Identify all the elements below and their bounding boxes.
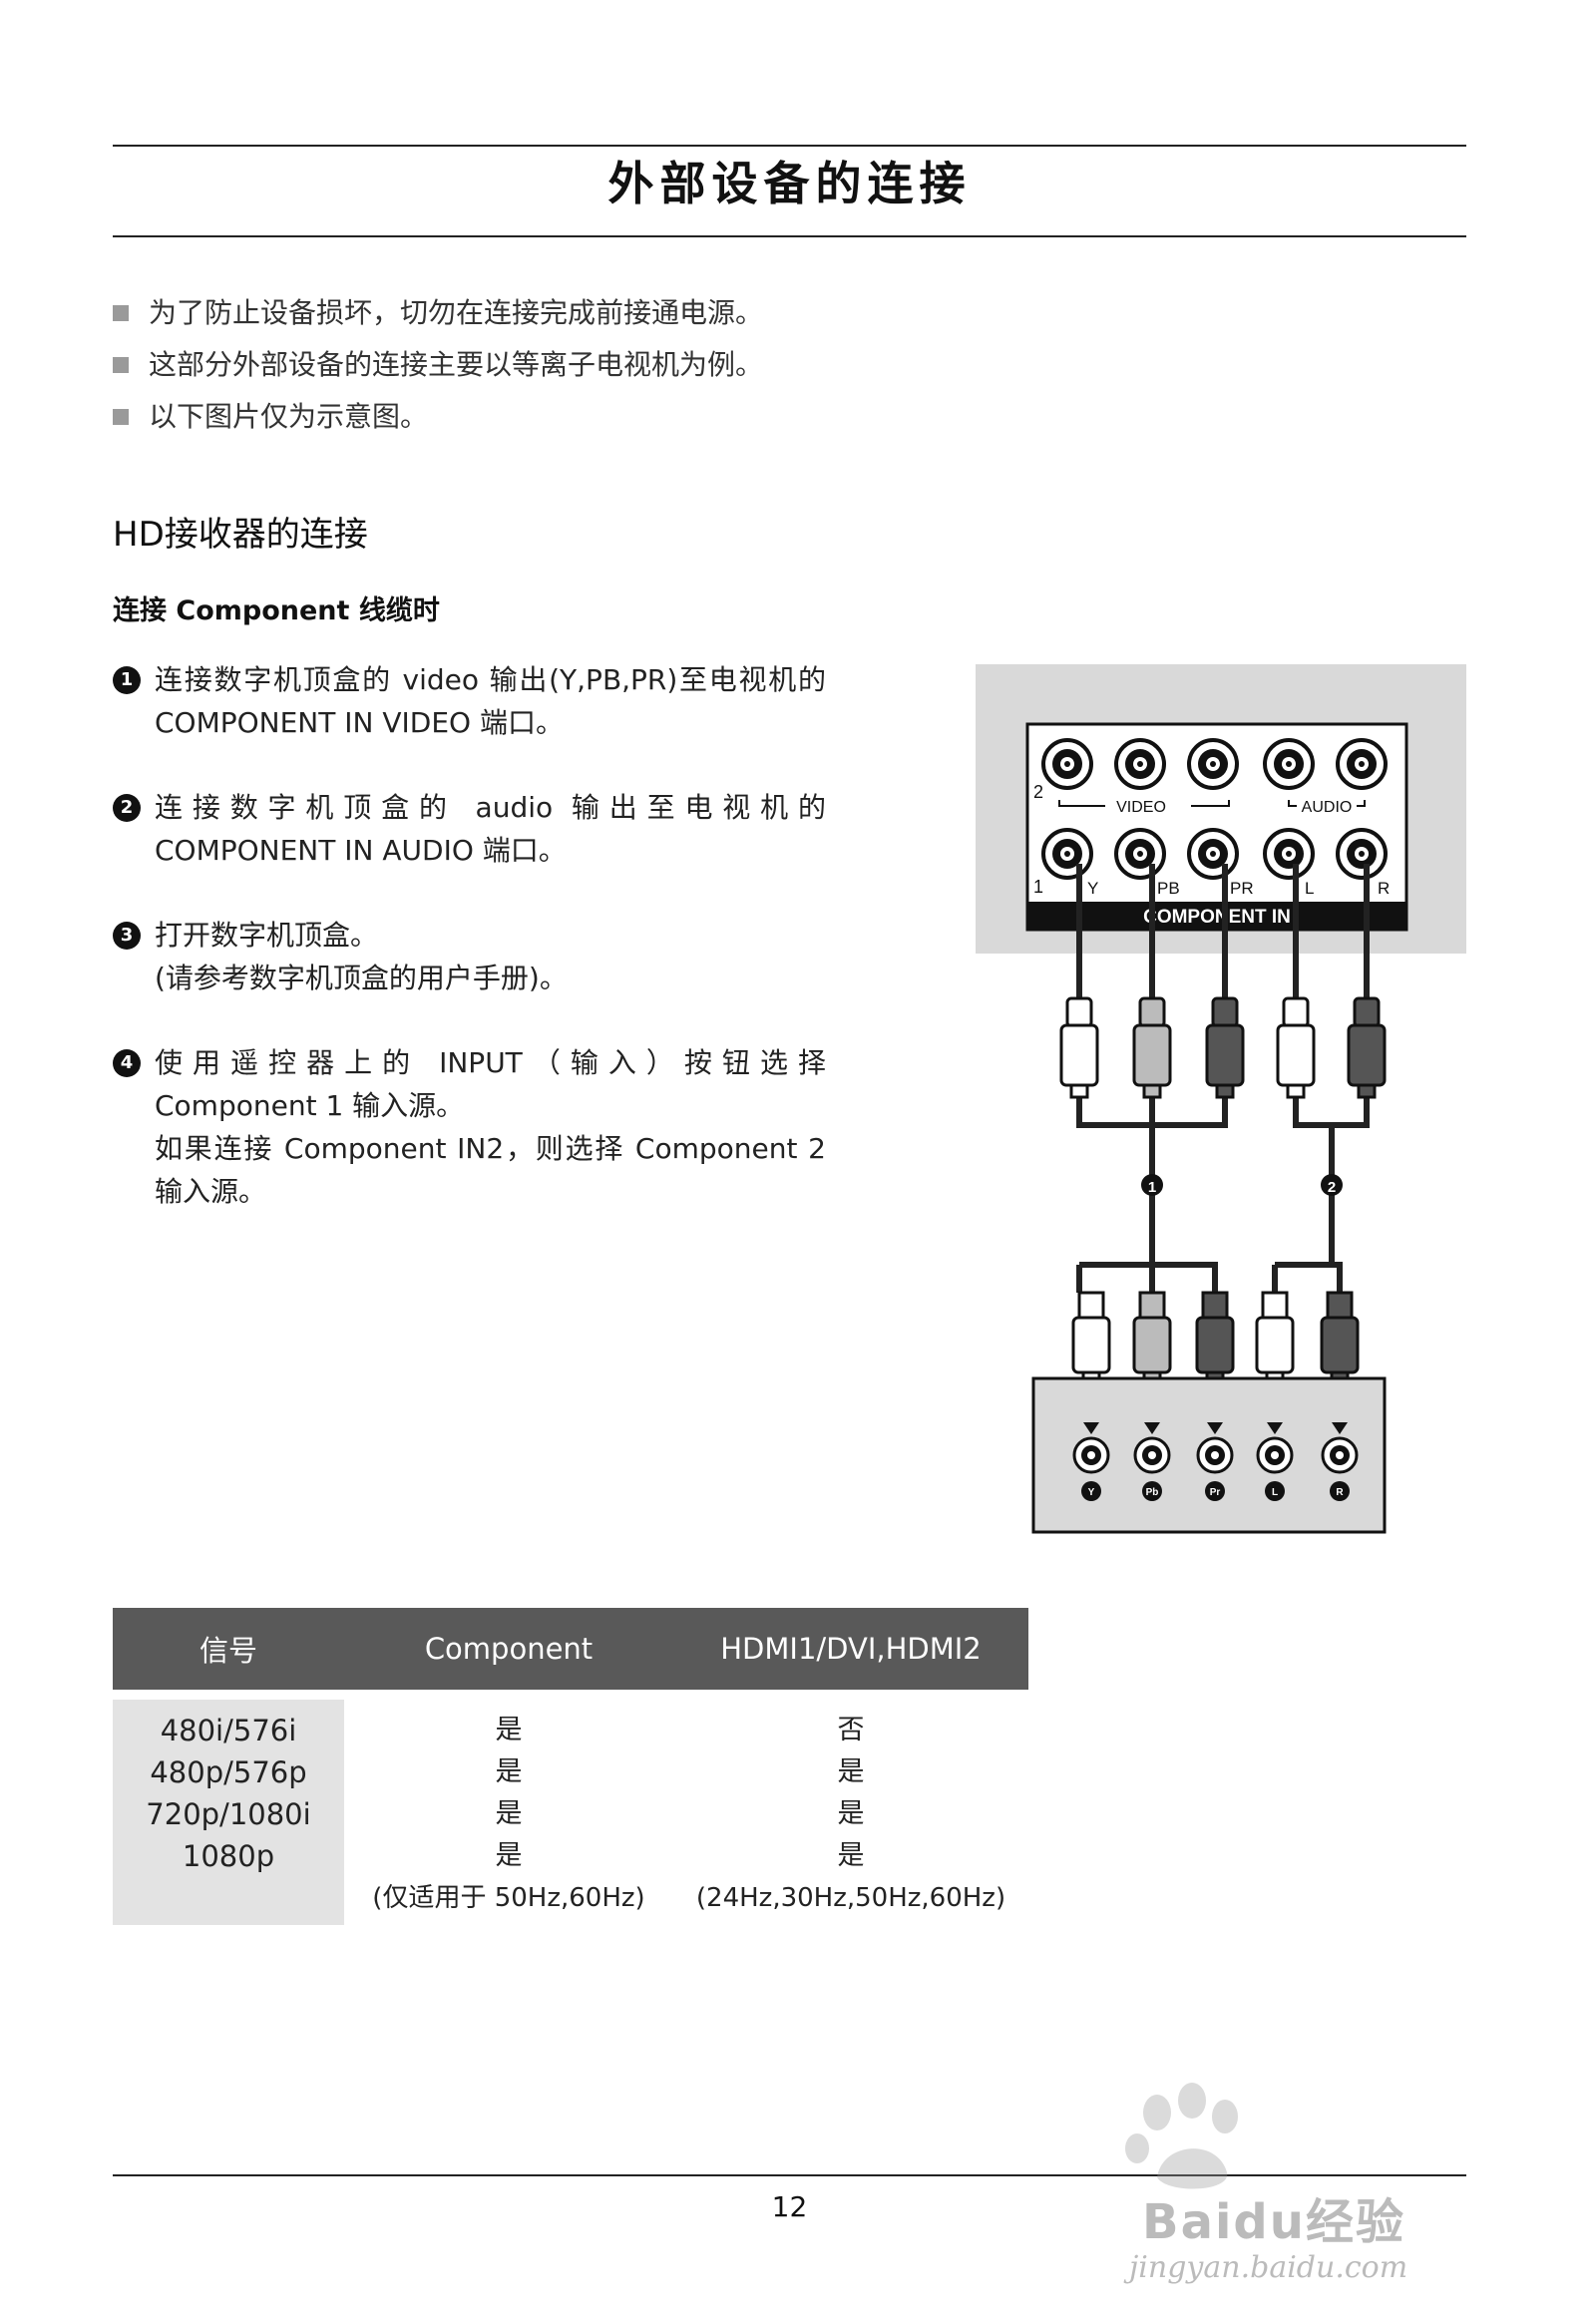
step-number-icon: 4 (113, 1049, 141, 1077)
box-jack-label: R (1336, 1487, 1344, 1498)
jack-icon (1187, 738, 1239, 790)
box-jack-label: L (1272, 1487, 1278, 1498)
audio-label: AUDIO (1302, 799, 1353, 816)
jack-label: L (1305, 879, 1314, 898)
step-number-icon: 2 (113, 794, 141, 822)
jack-icon (1263, 828, 1315, 880)
box-jack-label: Y (1088, 1487, 1095, 1498)
jack-icon (1114, 738, 1166, 790)
component-note: (仅适用于 50Hz,60Hz) (372, 1883, 645, 1913)
jack-label: R (1378, 879, 1390, 898)
step-text: 连接数字机顶盒的 video 输出(Y,PB,PR)至电视机的 COMPONEN… (155, 663, 826, 739)
jack-icon (1321, 1436, 1359, 1474)
list-item: 这部分外部设备的连接主要以等离子电视机为例。 (113, 339, 763, 391)
plug-icon (1276, 996, 1316, 1099)
plug-icon (1205, 996, 1245, 1099)
jack-icon (1114, 828, 1166, 880)
jack-icon (1336, 828, 1388, 880)
step-4: 4 使用遥控器上的 INPUT（输入）按钮选择 Component 1 输入源。… (113, 1041, 826, 1213)
notes-list: 为了防止设备损坏，切勿在连接完成前接通电源。 这部分外部设备的连接主要以等离子电… (113, 287, 763, 443)
step-text: 连接数字机顶盒的 audio 输出至电视机的 COMPONENT IN AUDI… (155, 791, 826, 867)
video-label: VIDEO (1116, 799, 1166, 816)
step-text: 如果连接 Component IN2，则选择 Component 2 输入源。 (155, 1132, 826, 1208)
bullet-square-icon (113, 357, 129, 373)
jack-icon (1336, 738, 1388, 790)
step-text: 使用遥控器上的 INPUT（输入）按钮选择 Component 1 输入源。 (155, 1046, 826, 1122)
jack-icon (1041, 738, 1093, 790)
box-jack-label: Pr (1210, 1487, 1221, 1498)
jack-label: Y (1087, 879, 1098, 898)
step-text: 打开数字机顶盒。 (155, 919, 379, 952)
jack-icon (1041, 828, 1093, 880)
jack-label: PB (1157, 879, 1180, 898)
table-row: 480i/576i 480p/576p 720p/1080i 1080p 是 是… (113, 1700, 1028, 1925)
plug-icon (1132, 996, 1172, 1099)
plug-icon (1347, 996, 1387, 1099)
row-1-label: 1 (1033, 877, 1043, 897)
signal-cell: 480i/576i 480p/576p 720p/1080i 1080p (113, 1700, 344, 1925)
component-cell: 是 是 是 是 (仅适用于 50Hz,60Hz) (344, 1700, 673, 1925)
page-number: 12 (771, 2190, 808, 2223)
table-header: Component (344, 1608, 673, 1690)
step-3: 3 打开数字机顶盒。 (请参考数字机顶盒的用户手册)。 (113, 914, 826, 999)
subsection-title: 连接 Component 线缆时 (113, 595, 440, 626)
footer-rule (113, 2174, 1466, 2176)
watermark-text: Baidu经验 (1142, 2194, 1405, 2250)
row-2-label: 2 (1033, 782, 1043, 802)
hdmi-note: (24Hz,30Hz,50Hz,60Hz) (695, 1883, 1006, 1913)
plug-icon (1059, 996, 1099, 1099)
bullet-square-icon (113, 305, 129, 321)
jack-icon (1196, 1436, 1234, 1474)
jack-icon (1133, 1436, 1171, 1474)
table-header: 信号 (113, 1608, 344, 1690)
step-2: 2 连接数字机顶盒的 audio 输出至电视机的 COMPONENT IN AU… (113, 786, 826, 872)
cable-marker-1-label: 1 (1148, 1179, 1156, 1196)
baidu-paw-logo-icon (1125, 2083, 1238, 2189)
watermark-url: jingyan.baidu.com (1129, 2250, 1408, 2285)
section-title: HD接收器的连接 (113, 515, 368, 555)
table-header: HDMI1/DVI,HDMI2 (673, 1608, 1028, 1690)
jack-icon (1256, 1436, 1294, 1474)
signal-table: 信号 Component HDMI1/DVI,HDMI2 480i/576i 4… (113, 1608, 1028, 1925)
step-1: 1 连接数字机顶盒的 video 输出(Y,PB,PR)至电视机的 COMPON… (113, 658, 826, 744)
step-number-icon: 3 (113, 922, 141, 950)
title-rule (113, 235, 1466, 237)
list-item: 为了防止设备损坏，切勿在连接完成前接通电源。 (113, 287, 763, 339)
bullet-square-icon (113, 409, 129, 425)
jack-label: PR (1230, 879, 1254, 898)
jack-icon (1072, 1436, 1110, 1474)
top-rule (113, 145, 1466, 147)
steps-list: 1 连接数字机顶盒的 video 输出(Y,PB,PR)至电视机的 COMPON… (113, 658, 826, 1255)
step-number-icon: 1 (113, 666, 141, 694)
page-title: 外部设备的连接 (607, 157, 972, 210)
list-item: 以下图片仅为示意图。 (113, 391, 763, 443)
jack-icon (1263, 738, 1315, 790)
cable-marker-2-icon (1321, 1174, 1343, 1196)
hdmi-cell: 否 是 是 是 (24Hz,30Hz,50Hz,60Hz) (673, 1700, 1028, 1925)
box-jack-label: Pb (1146, 1487, 1159, 1498)
component-in-label: COMPONENT IN (1143, 907, 1291, 928)
connection-diagram: COMPONENT IN 2 VIDEO AUDIO 1 Y PB PR L R (976, 664, 1466, 1534)
cable-marker-1-icon (1141, 1174, 1163, 1196)
jack-icon (1187, 828, 1239, 880)
step-text: (请参考数字机顶盒的用户手册)。 (155, 962, 568, 994)
cable-marker-2-label: 2 (1328, 1179, 1336, 1196)
